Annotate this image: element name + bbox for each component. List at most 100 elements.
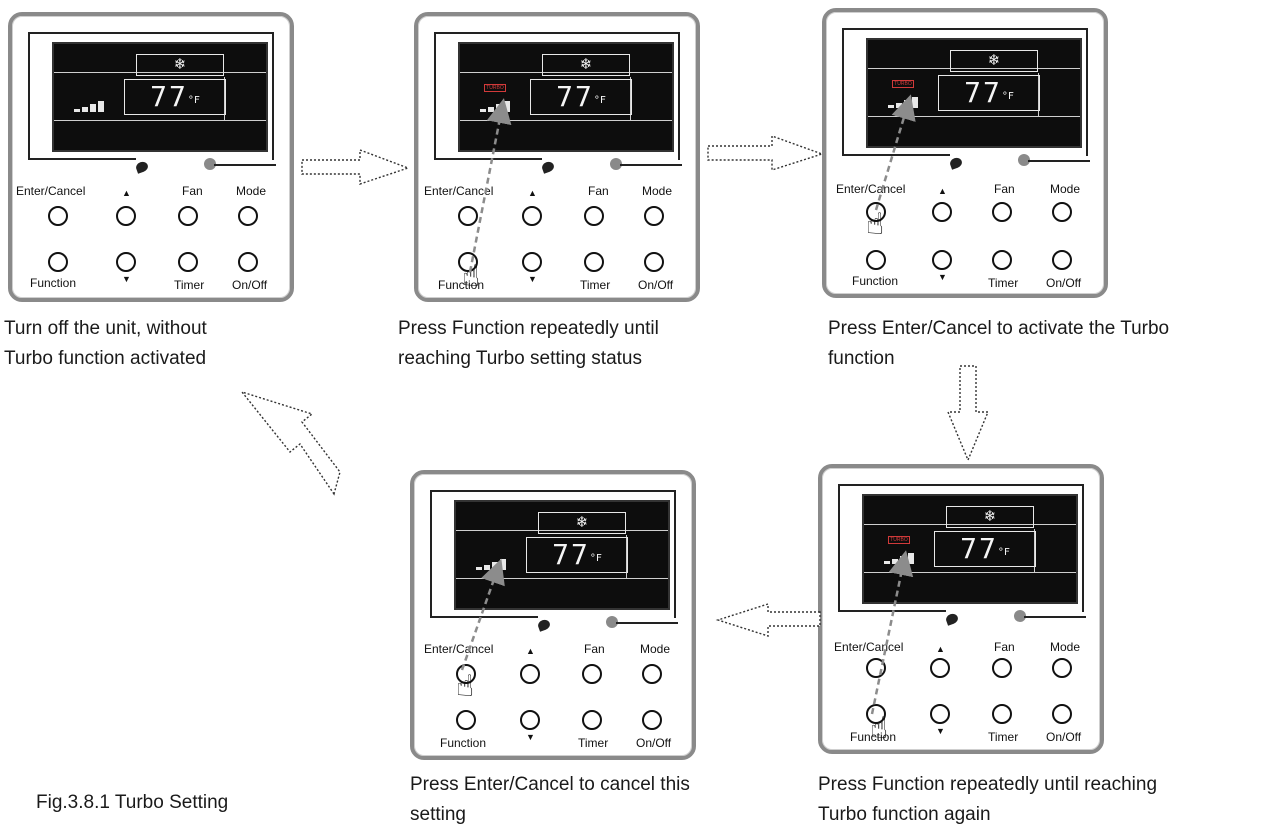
caption-line: Press Enter/Cancel to cancel this (410, 774, 690, 795)
mode-button[interactable] (642, 664, 662, 684)
indicator-led (204, 158, 216, 170)
down-button[interactable] (116, 252, 136, 272)
up-button[interactable] (116, 206, 136, 226)
mode-button[interactable] (238, 206, 258, 226)
lcd-screen: ❄ 77°F TURBO (862, 494, 1078, 604)
up-button[interactable] (522, 206, 542, 226)
function-button[interactable] (456, 710, 476, 730)
enter-cancel-button[interactable] (456, 664, 476, 684)
temperature-readout: 77°F (526, 537, 628, 573)
function-label: Function (30, 276, 77, 290)
fan-button[interactable] (178, 206, 198, 226)
function-button[interactable] (48, 252, 68, 272)
display-frame: ❄ 77°F (28, 32, 274, 160)
on-off-button[interactable] (642, 710, 662, 730)
function-label: Function (852, 274, 899, 288)
caption-step2: Press Function repeatedly until reaching… (398, 314, 659, 374)
remote-panel-2: ❄ 77°F TURBO Enter/Cancel ▲ Fan Mode Fun… (414, 12, 700, 302)
timer-button[interactable] (992, 250, 1012, 270)
indicator-line (616, 622, 678, 624)
screen-line (868, 68, 1080, 69)
screen-divider (626, 535, 627, 579)
enter-cancel-button[interactable] (866, 202, 886, 222)
down-button[interactable] (932, 250, 952, 270)
timer-button[interactable] (584, 252, 604, 272)
display-frame: ❄ 77°F (430, 490, 676, 618)
timer-button[interactable] (178, 252, 198, 272)
mode-label: Mode (236, 184, 267, 198)
timer-button[interactable] (992, 704, 1012, 724)
on-off-label: On/Off (638, 278, 674, 292)
up-button[interactable] (520, 664, 540, 684)
indicator-led (606, 616, 618, 628)
fan-label: Fan (994, 182, 1015, 196)
caption-line: Press Function repeatedly until (398, 318, 659, 339)
timer-button[interactable] (582, 710, 602, 730)
lcd-screen: ❄ 77°F TURBO (458, 42, 674, 152)
arrow-step3-to-step4 (946, 365, 990, 462)
arrow-step4-to-step5 (715, 603, 821, 637)
mode-button[interactable] (1052, 202, 1072, 222)
fan-label: Fan (588, 184, 609, 198)
up-label: ▲ (122, 188, 131, 198)
indicator-line (214, 164, 276, 166)
function-button[interactable] (866, 704, 886, 724)
caption-line: Press Enter/Cancel to activate the Turbo (828, 318, 1170, 339)
fan-label: Fan (994, 640, 1015, 654)
on-off-button[interactable] (238, 252, 258, 272)
snowflake-icon: ❄ (946, 506, 1034, 528)
frame-foot (838, 610, 946, 612)
down-button[interactable] (520, 710, 540, 730)
frame-foot (28, 158, 136, 160)
fan-button[interactable] (584, 206, 604, 226)
fan-button[interactable] (992, 202, 1012, 222)
temperature-readout: 77°F (530, 79, 632, 115)
pointer-line-4 (870, 550, 914, 715)
up-label: ▲ (526, 646, 535, 656)
mode-label: Mode (1050, 640, 1081, 654)
turbo-indicator: TURBO (888, 536, 910, 544)
down-button[interactable] (522, 252, 542, 272)
caption-step1: Turn off the unit, without Turbo functio… (4, 314, 207, 374)
arrow-step1-to-step2 (301, 148, 411, 185)
temperature-readout: 77°F (934, 531, 1036, 567)
figure-caption: Fig.3.8.1 Turbo Setting (36, 792, 229, 813)
temperature-readout: 77°F (938, 75, 1040, 111)
remote-panel-5: ❄ 77°F Enter/Cancel ▲ Fan Mode Function … (410, 470, 696, 760)
caption-line: reaching Turbo setting status (398, 348, 642, 369)
caption-line: setting (410, 804, 466, 825)
fan-button[interactable] (992, 658, 1012, 678)
on-off-button[interactable] (1052, 250, 1072, 270)
frame-foot (434, 158, 542, 160)
enter-cancel-label: Enter/Cancel (16, 184, 86, 198)
on-off-button[interactable] (1052, 704, 1072, 724)
fan-button[interactable] (582, 664, 602, 684)
up-label: ▲ (938, 186, 947, 196)
function-button[interactable] (866, 250, 886, 270)
caption-line: Turbo function again (818, 804, 991, 825)
caption-line: Turn off the unit, without (4, 318, 207, 339)
caption-line: Press Function repeatedly until reaching (818, 774, 1158, 795)
pointer-line-5 (460, 558, 505, 671)
mode-label: Mode (640, 642, 671, 656)
on-off-button[interactable] (644, 252, 664, 272)
on-off-label: On/Off (1046, 276, 1082, 290)
turbo-indicator: TURBO (484, 84, 506, 92)
enter-cancel-button[interactable] (48, 206, 68, 226)
pointing-hand-icon: ☝ (866, 208, 885, 241)
indicator-led (1018, 154, 1030, 166)
down-label: ▼ (936, 726, 945, 736)
down-label: ▼ (938, 272, 947, 282)
up-button[interactable] (932, 202, 952, 222)
down-label: ▼ (122, 274, 131, 284)
mode-button[interactable] (644, 206, 664, 226)
temperature-readout: 77°F (124, 79, 226, 115)
down-button[interactable] (930, 704, 950, 724)
mode-button[interactable] (1052, 658, 1072, 678)
lcd-screen: ❄ 77°F (454, 500, 670, 610)
screen-divider (630, 77, 631, 121)
screen-line (460, 72, 672, 73)
enter-cancel-button[interactable] (458, 206, 478, 226)
up-button[interactable] (930, 658, 950, 678)
caption-step5: Press Enter/Cancel to cancel this settin… (410, 770, 690, 830)
